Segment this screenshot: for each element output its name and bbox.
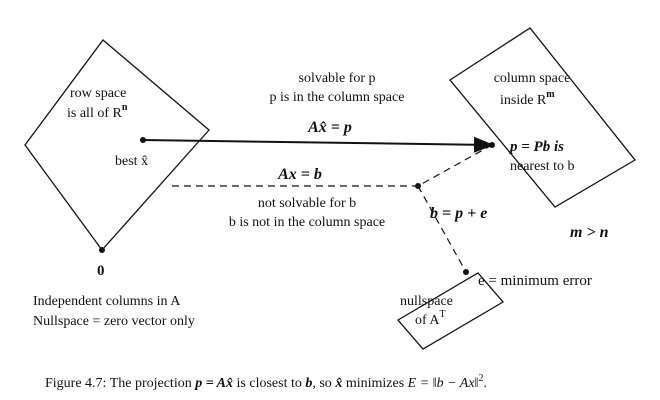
p-dot: [489, 142, 495, 148]
e-dot: [463, 269, 469, 275]
solvable-line1: solvable for p: [299, 71, 376, 86]
column-space-exponent: m: [546, 89, 555, 100]
b-equals-p-plus-e: b = p + e: [430, 205, 487, 222]
x-hat-dot: [140, 137, 146, 143]
p-nearest-label: nearest to b: [510, 159, 575, 174]
row-space-exponent: n: [122, 102, 128, 113]
projection-arrow: [142, 136, 494, 153]
m-greater-than-n: m > n: [570, 224, 609, 241]
projection-equation: Ax̂ = p: [307, 119, 352, 136]
row-space-line1: row space: [70, 86, 126, 101]
nullspace-exponent: T: [440, 309, 446, 320]
e-minimum-error-label: e = minimum error: [478, 273, 592, 289]
best-x-hat-label: best x̂: [115, 154, 148, 169]
p-to-b-dashed-line: [417, 144, 493, 187]
independent-line1: Independent columns in A: [33, 294, 181, 309]
row-space-shape: [24, 39, 210, 252]
not-solvable-line1: not solvable for b: [258, 196, 356, 211]
column-space-line1: column space: [494, 71, 571, 86]
column-space-shape: [449, 27, 636, 208]
p-projection-label: p = Pb is: [508, 139, 564, 155]
nullspace-line1: nullspace: [400, 294, 453, 309]
solvable-line2: p is in the column space: [270, 90, 405, 105]
origin-label: 0: [97, 263, 105, 279]
column-space-line2: inside Rm: [500, 89, 555, 108]
origin-dot: [99, 247, 105, 253]
left-nullspace-shape: [396, 272, 505, 350]
not-solvable-line2: b is not in the column space: [229, 215, 385, 230]
ax-equals-b-equation: Ax = b: [277, 166, 322, 183]
figure-caption: Figure 4.7: The projection p = Ax̂ is cl…: [45, 373, 487, 391]
row-space-line2: is all of Rn: [67, 102, 128, 121]
b-dot: [415, 183, 421, 189]
nullspace-line2: of AT: [415, 309, 446, 328]
b-to-e-dashed-line: [417, 185, 467, 273]
independent-line2: Nullspace = zero vector only: [33, 314, 195, 329]
